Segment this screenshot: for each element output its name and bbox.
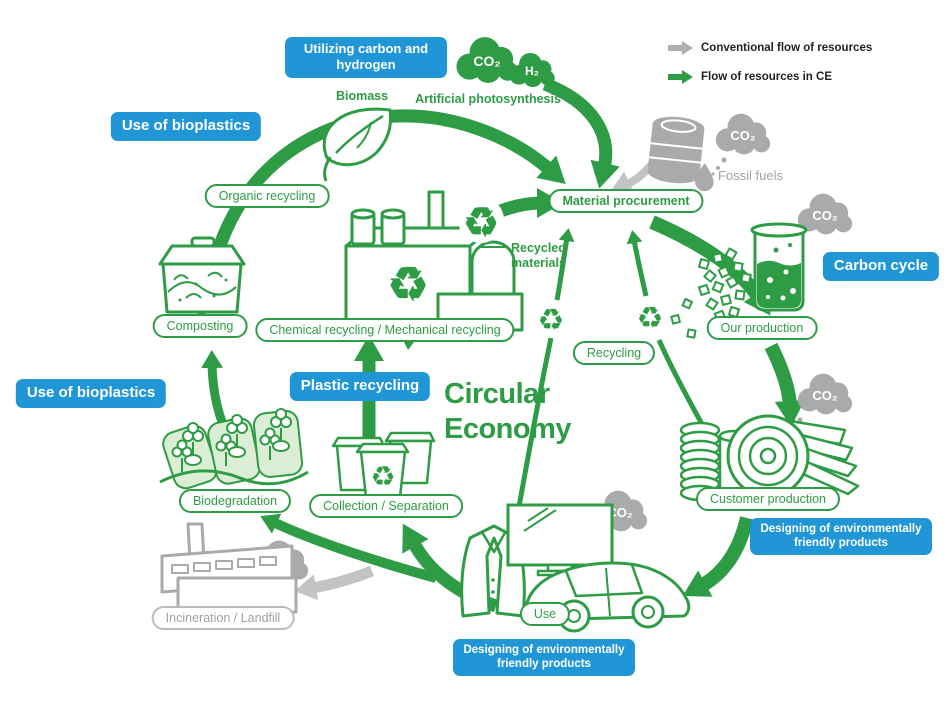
arrow-use-to-incineration: [294, 565, 375, 601]
callout-designing-right: Designing of environmentally friendly pr…: [750, 518, 932, 555]
gray-flow-arrow-icon: [668, 41, 693, 55]
biodegradation-field-icon: [159, 408, 309, 490]
recycle-icon: ♻: [387, 258, 428, 310]
green-flow-arrow-icon: [668, 70, 693, 84]
stage-composting: Composting: [152, 314, 248, 339]
diagram-title: Circular Economy: [444, 377, 572, 447]
fossil-barrel-icon: [647, 116, 714, 192]
title-line1: Circular: [444, 378, 550, 410]
arc-customer-to-use: [682, 516, 754, 597]
stage-use: Use: [519, 602, 571, 627]
h2-label: H₂: [525, 64, 539, 78]
co2-label: CO₂: [812, 388, 838, 403]
recycle-icon: ♻: [538, 304, 565, 337]
title-line2: Economy: [444, 412, 572, 445]
label-biomass: Biomass: [335, 89, 389, 103]
stage-customer-production: Customer production: [695, 487, 841, 512]
stage-incineration-landfill: Incineration / Landfill: [151, 606, 295, 631]
inner-loop-recycle-icon-left: ♻: [534, 301, 568, 337]
stage-recycling: Recycling: [572, 341, 656, 366]
callout-utilizing-carbon: Utilizing carbon and hydrogen: [285, 37, 447, 78]
tv-icon: [506, 503, 614, 577]
stage-chemical-mechanical-recycling: Chemical recycling / Mechanical recyclin…: [255, 318, 515, 343]
collection-bins-icon: ♻: [331, 431, 436, 499]
stage-organic-recycling: Organic recycling: [204, 184, 330, 209]
co2-label: CO₂: [473, 53, 500, 69]
legend-conventional-label: Conventional flow of resources: [701, 42, 873, 54]
label-artificial-photosynthesis: Artificial photosynthesis: [415, 92, 561, 106]
legend-ce-flow: Flow of resources in CE: [668, 69, 872, 85]
stage-collection-separation: Collection / Separation: [309, 494, 463, 519]
plastic-pellets-icon: [670, 247, 752, 339]
green-co2-cloud: CO₂: [456, 37, 518, 83]
recycle-icon: ♻: [370, 461, 395, 492]
stage-material-procurement: Material procurement: [548, 189, 704, 214]
inner-loop-recycle-icon-right: ♻: [633, 299, 667, 335]
legend-ce-label: Flow of resources in CE: [701, 71, 832, 83]
gray-co2-cloud-fossil: CO₂: [711, 113, 771, 176]
legend-conventional-flow: Conventional flow of resources: [668, 40, 872, 56]
legend: Conventional flow of resources Flow of r…: [668, 40, 872, 85]
composting-bin-icon: [158, 236, 246, 322]
co2-label: CO₂: [730, 128, 756, 143]
label-recycled-materials: Recycled materials: [511, 241, 566, 270]
stage-our-production: Our production: [706, 316, 818, 341]
arc-production-to-customer: [764, 342, 805, 427]
callout-designing-bottom: Designing of environmentally friendly pr…: [453, 639, 635, 676]
callout-use-of-bioplastics-lower: Use of bioplastics: [15, 379, 167, 408]
label-fossil-fuels: Fossil fuels: [718, 168, 784, 183]
co2-label: CO₂: [607, 505, 633, 520]
arc-use-to-biodegradation: [260, 513, 438, 583]
recycled-materials-icon: ♻: [458, 197, 504, 245]
green-h2-cloud: H₂: [509, 52, 555, 88]
co2-label: CO₂: [812, 208, 838, 223]
callout-use-of-bioplastics-upper: Use of bioplastics: [110, 112, 262, 141]
recycle-icon: ♻: [463, 201, 499, 245]
leaf-icon: [322, 107, 393, 182]
inner-arc-customer-to-procurement-head: [626, 230, 649, 297]
inner-arc-use-to-procurement-head: [554, 228, 575, 301]
callout-plastic-recycling: Plastic recycling: [289, 372, 431, 401]
arc-co2h2-to-procurement: [542, 77, 620, 189]
incineration-plant-icon: [160, 522, 298, 614]
beaker-icon: [750, 222, 808, 312]
recycle-icon: ♻: [637, 302, 664, 335]
callout-carbon-cycle: Carbon cycle: [822, 252, 940, 281]
stage-biodegradation: Biodegradation: [178, 489, 292, 514]
